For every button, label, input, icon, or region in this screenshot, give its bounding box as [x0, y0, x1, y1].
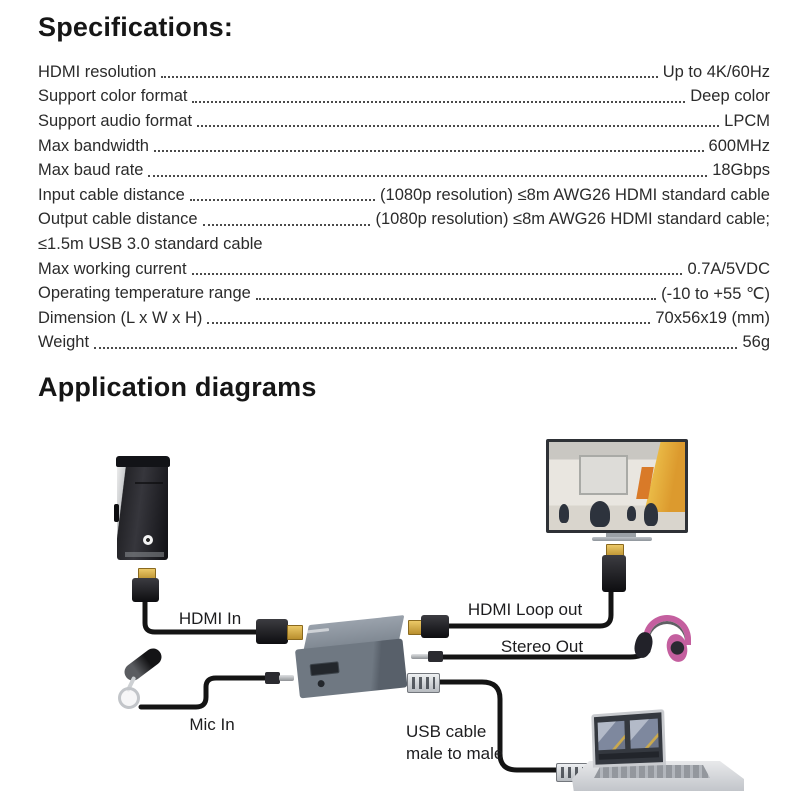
usb-cable-label: USB cable male to male [406, 721, 530, 765]
spec-label: Max bandwidth [38, 136, 149, 155]
spec-row: Dimension (L x W x H) 70x56x19 (mm) [38, 306, 770, 331]
capture-box [293, 615, 408, 699]
tv-monitor [546, 439, 688, 533]
dotted-leader [192, 100, 686, 103]
pc-tower-drive-slot [135, 482, 163, 484]
spec-label: Dimension (L x W x H) [38, 308, 203, 327]
spec-value: 600MHz [708, 136, 770, 155]
spec-row: Weight 56g [38, 331, 770, 356]
tv-stand-base [592, 537, 652, 541]
audio-jack-tip-icon [411, 654, 429, 659]
headphones-band [643, 615, 691, 645]
spec-label: Max working current [38, 259, 187, 278]
laptop-timeline-strip [598, 751, 660, 760]
audio-jack-tip-icon [279, 675, 294, 681]
spec-value: LPCM [724, 111, 770, 130]
tv-screen [549, 442, 685, 530]
spec-label: Output cable distance [38, 210, 198, 229]
pc-tower-top [116, 456, 170, 467]
audio-jack-plug [428, 651, 443, 662]
hdmi-loop-out-label: HDMI Loop out [467, 600, 583, 619]
mic-in-cable [138, 675, 269, 710]
spec-value: Up to 4K/60Hz [662, 62, 770, 81]
dotted-leader [148, 174, 708, 177]
spec-row: Support audio format LPCM [38, 109, 770, 134]
hdmi-plug [256, 619, 288, 644]
spec-label: HDMI resolution [38, 62, 157, 81]
audio-jack-plug [265, 672, 280, 684]
microphone-stand-base [118, 687, 140, 709]
hdmi-connector-icon [287, 625, 303, 640]
spec-value: Deep color [690, 87, 770, 106]
tv-screen-person [644, 502, 658, 526]
hdmi-plug [602, 555, 626, 592]
tv-stand-neck [606, 533, 636, 537]
hdmi-plug [132, 578, 159, 602]
application-diagrams-heading: Application diagrams [38, 372, 317, 402]
pc-tower-base-strip [125, 552, 164, 557]
spec-label: Support audio format [38, 111, 193, 130]
spec-value: 18Gbps [712, 161, 770, 180]
laptop-keyboard [594, 765, 710, 778]
tv-screen-person [626, 506, 637, 522]
dotted-leader [191, 273, 683, 276]
spec-row: Max baud rate 18Gbps [38, 158, 770, 183]
spec-value: 56g [742, 333, 770, 352]
dotted-leader [207, 322, 651, 325]
dotted-leader [202, 223, 371, 226]
application-diagram: HDMI In HDMI Loop out Stereo Out Mic In … [0, 425, 800, 800]
capture-box-audio-port [317, 679, 325, 688]
spec-value: (1080p resolution) ≤8m AWG26 HDMI standa… [375, 210, 770, 229]
usb-cable [435, 679, 561, 773]
headphones [632, 615, 691, 667]
spec-label: Max baud rate [38, 161, 144, 180]
pc-tower-power-button [143, 535, 153, 545]
dotted-leader [255, 297, 657, 300]
dotted-leader [161, 76, 658, 79]
specifications-heading: Specifications: [38, 12, 234, 42]
dotted-leader [153, 150, 704, 153]
usb-cable-label-line2: male to male [406, 744, 504, 763]
spec-row: Output cable distance (1080p resolution)… [38, 208, 770, 233]
hdmi-in-cable [142, 598, 263, 635]
stereo-out-label: Stereo Out [500, 637, 584, 656]
spec-label: Support color format [38, 87, 188, 106]
spec-label: Operating temperature range [38, 284, 251, 303]
dotted-leader [197, 125, 720, 128]
tv-screen-person [589, 500, 611, 528]
spec-row: HDMI resolution Up to 4K/60Hz [38, 60, 770, 85]
specifications-list: HDMI resolution Up to 4K/60Hz Support co… [38, 60, 770, 355]
capture-box-hdmi-port [309, 661, 340, 677]
laptop-screen [591, 709, 666, 768]
dotted-leader [189, 199, 376, 202]
spec-row: Max bandwidth 600MHz [38, 134, 770, 159]
spec-value: 0.7A/5VDC [687, 259, 770, 278]
laptop-video-thumbnail [597, 720, 626, 751]
tv-screen-person [558, 503, 570, 523]
pc-tower-side-button [114, 504, 119, 522]
spec-value: (-10 to +55 ℃) [661, 284, 770, 303]
spec-value: (1080p resolution) ≤8m AWG26 HDMI standa… [380, 185, 770, 204]
spec-row: Operating temperature range (-10 to +55 … [38, 281, 770, 306]
hdmi-plug [421, 615, 449, 638]
spec-label: Weight [38, 333, 90, 352]
spec-value: 70x56x19 (mm) [655, 308, 770, 327]
mic-in-label: Mic In [189, 715, 235, 734]
usb-cable-label-line1: USB cable [406, 722, 487, 741]
hdmi-in-label: HDMI In [178, 609, 242, 628]
spec-row: Max working current 0.7A/5VDC [38, 257, 770, 282]
spec-row: Input cable distance (1080p resolution) … [38, 183, 770, 208]
spec-label: Input cable distance [38, 185, 185, 204]
laptop-video-thumbnail [629, 718, 660, 749]
hdmi-loop-out-cable [446, 588, 614, 629]
dotted-leader [94, 346, 738, 349]
pc-tower [114, 456, 170, 560]
spec-row: Support color format Deep color [38, 85, 770, 110]
spec-continuation: ≤1.5m USB 3.0 standard cable [38, 234, 263, 253]
tv-screen-projection-board [578, 455, 628, 495]
usb-plug [407, 673, 440, 693]
laptop [572, 709, 744, 795]
